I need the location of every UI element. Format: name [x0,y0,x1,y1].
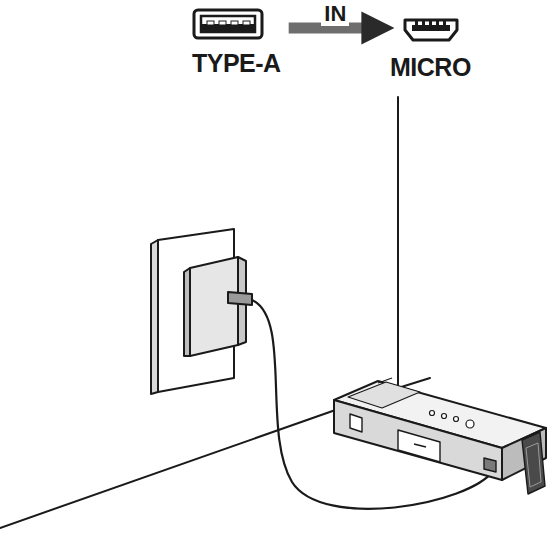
charger-front [190,257,238,356]
micro-pin [422,21,425,26]
wall-charger [184,257,252,356]
arrow-label: IN [321,2,349,26]
outlet-side [151,240,158,394]
type-a-icon [192,8,266,42]
micro-shell [405,20,457,40]
micro-usb-icon [402,16,462,46]
plug-pin [243,21,250,25]
connector-label: TYPE-A [192,50,281,78]
bank-port-a [350,414,362,432]
port-flap [522,432,545,494]
plug-pin [207,21,214,25]
micro-pin [415,21,418,26]
bank-port-symbol [414,444,426,447]
micro-pin [429,21,432,26]
micro-pin [436,21,439,26]
connector-label: MICRO [390,54,471,82]
usb-plug [228,292,252,305]
flap-edge [526,443,541,487]
plug-shell [194,10,262,38]
plug-pin [231,21,238,25]
connector-icon: MICRO [386,14,475,84]
bank-logo [378,378,392,383]
power-bank [334,378,546,494]
bank-front [334,400,502,480]
bank-label-panel [348,382,420,408]
micro-pin [443,21,446,26]
plug-pin [219,21,226,25]
wall-corner-line [397,97,399,388]
bank-buttons [430,411,475,429]
plug-tongue [201,16,255,32]
connector-icon: TYPE-A [188,6,285,80]
bank-port-door [398,430,440,462]
floor-line [0,378,430,528]
room-corner [0,97,430,528]
micro-port [484,458,496,472]
